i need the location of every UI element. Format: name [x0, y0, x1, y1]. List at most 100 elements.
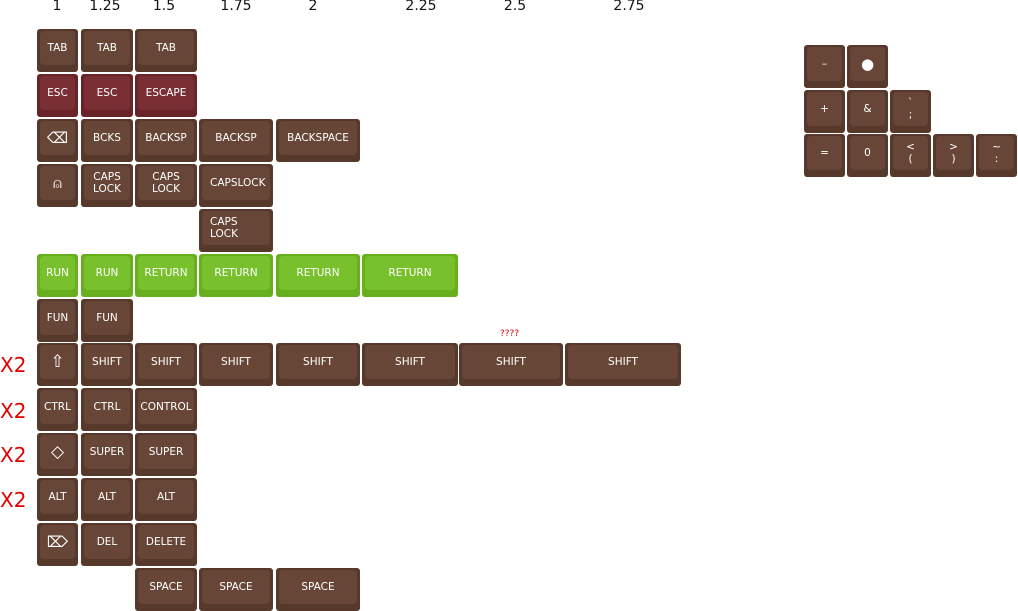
- header-2-25u: 2.25: [405, 0, 437, 14]
- keycap-capslock-1-5u[interactable]: CAPS LOCK: [135, 164, 197, 207]
- keycap-legend: –: [807, 47, 842, 81]
- keycap-backsp-1-5u[interactable]: BACKSP: [135, 119, 197, 162]
- keycap-shift-1u[interactable]: ⇧: [37, 343, 78, 386]
- backspace-icon: ⌫: [40, 121, 75, 155]
- keycap-legend: SHIFT: [462, 345, 560, 379]
- keycap-legend: ALT: [84, 480, 130, 514]
- keycap-backsp-1-75u[interactable]: BACKSP: [199, 119, 273, 162]
- keycap-escape-1-5u[interactable]: ESCAPE: [135, 74, 197, 117]
- keycap-legend: ALT: [40, 480, 75, 514]
- keycap-return-1-5u[interactable]: RETURN: [135, 254, 197, 297]
- keycap-alt-1u[interactable]: ALT: [37, 478, 78, 521]
- keycap-legend: TAB: [138, 31, 194, 65]
- header-1-25u: 1.25: [89, 0, 121, 14]
- keycap-return-2-25u[interactable]: RETURN: [362, 254, 458, 297]
- keycap-super-1u[interactable]: ◇: [37, 433, 78, 476]
- keycap-legend: RETURN: [279, 256, 357, 290]
- keycap-legend: RETURN: [365, 256, 455, 290]
- keycap-legend: CONTROL: [138, 390, 194, 424]
- keycap-legend: SHIFT: [84, 345, 130, 379]
- keycap-backtick-semicolon[interactable]: ` ;: [890, 90, 931, 133]
- keycap-shift-2-25u[interactable]: SHIFT: [362, 343, 458, 386]
- keycap-legend: RETURN: [202, 256, 270, 290]
- keycap-capslock-1-75u[interactable]: CAPSLOCK: [199, 164, 273, 207]
- keycap-shift-1-5u[interactable]: SHIFT: [135, 343, 197, 386]
- keycap-minus[interactable]: –: [804, 45, 845, 88]
- keycap-backspace-2u[interactable]: BACKSPACE: [276, 119, 360, 162]
- dot-icon: ●: [850, 47, 885, 81]
- keycap-tab-1-5u[interactable]: TAB: [135, 29, 197, 72]
- keycap-backspace-1u[interactable]: ⌫: [37, 119, 78, 162]
- keycap-plus[interactable]: +: [804, 90, 845, 133]
- keycap-legend: RUN: [40, 256, 75, 290]
- keycap-gt-paren[interactable]: > ): [933, 134, 974, 177]
- keycap-shift-1-25u[interactable]: SHIFT: [81, 343, 133, 386]
- keycap-del-1-25u[interactable]: DEL: [81, 523, 133, 566]
- keycap-return-2u[interactable]: RETURN: [276, 254, 360, 297]
- keycap-bcks-1-25u[interactable]: BCKS: [81, 119, 133, 162]
- keycap-legend: SUPER: [84, 435, 130, 469]
- keycap-space-1-75u[interactable]: SPACE: [199, 568, 273, 611]
- keycap-shift-1-75u[interactable]: SHIFT: [199, 343, 273, 386]
- keycap-shift-2-75u[interactable]: SHIFT: [565, 343, 681, 386]
- keycap-legend: FUN: [84, 301, 130, 335]
- keycap-delete-1-5u[interactable]: DELETE: [135, 523, 197, 566]
- keycap-space-2u[interactable]: SPACE: [276, 568, 360, 611]
- keycap-legend: CTRL: [40, 390, 75, 424]
- keycap-legend: FUN: [40, 301, 75, 335]
- keycap-space-1-5u[interactable]: SPACE: [135, 568, 197, 611]
- keycap-run-1u[interactable]: RUN: [37, 254, 78, 297]
- keycap-fun-1-25u[interactable]: FUN: [81, 299, 133, 342]
- multiplier-super: X2: [0, 443, 27, 467]
- keycap-alt-1-5u[interactable]: ALT: [135, 478, 197, 521]
- keycap-fun-1u[interactable]: FUN: [37, 299, 78, 342]
- keycap-super-1-25u[interactable]: SUPER: [81, 433, 133, 476]
- keycap-ctrl-1-25u[interactable]: CTRL: [81, 388, 133, 431]
- keycap-legend: RUN: [84, 256, 130, 290]
- keycap-run-1-25u[interactable]: RUN: [81, 254, 133, 297]
- keycap-return-1-75u[interactable]: RETURN: [199, 254, 273, 297]
- keycap-ampersand[interactable]: &: [847, 90, 888, 133]
- header-2u: 2: [308, 0, 318, 14]
- keycap-legend: +: [807, 92, 842, 126]
- keycap-tilde-colon[interactable]: ~ :: [976, 134, 1017, 177]
- keycap-delete-1u[interactable]: ⌦: [37, 523, 78, 566]
- keycap-legend: SHIFT: [202, 345, 270, 379]
- keycap-legend: SHIFT: [365, 345, 455, 379]
- keycap-legend: TAB: [40, 31, 75, 65]
- keycap-legend: BCKS: [84, 121, 130, 155]
- keycap-tab-1-25u[interactable]: TAB: [81, 29, 133, 72]
- keycap-equals[interactable]: =: [804, 134, 845, 177]
- keycap-legend: ESCAPE: [138, 76, 194, 110]
- diamond-icon: ◇: [40, 435, 75, 469]
- keycap-lt-paren[interactable]: < (: [890, 134, 931, 177]
- keycap-super-1-5u[interactable]: SUPER: [135, 433, 197, 476]
- keycap-control-1-5u[interactable]: CONTROL: [135, 388, 197, 431]
- keycap-legend: TAB: [84, 31, 130, 65]
- keycap-ctrl-1u[interactable]: CTRL: [37, 388, 78, 431]
- header-1u: 1: [52, 0, 62, 14]
- keycap-tab-1u[interactable]: TAB: [37, 29, 78, 72]
- keycap-legend: < (: [893, 136, 928, 170]
- keycap-legend: CTRL: [84, 390, 130, 424]
- keycap-esc-1u[interactable]: ESC: [37, 74, 78, 117]
- keycap-zero[interactable]: 0: [847, 134, 888, 177]
- keycap-legend: > ): [936, 136, 971, 170]
- keycap-alt-1-25u[interactable]: ALT: [81, 478, 133, 521]
- keycap-capslock-1-75u-alt[interactable]: CAPS LOCK: [199, 209, 273, 252]
- keycap-legend: ~ :: [979, 136, 1014, 170]
- keycap-legend: BACKSP: [202, 121, 270, 155]
- keycap-legend: SHIFT: [568, 345, 678, 379]
- keycap-legend: ESC: [40, 76, 75, 110]
- keycap-legend: ` ;: [893, 92, 928, 126]
- keycap-esc-1-25u[interactable]: ESC: [81, 74, 133, 117]
- header-1-5u: 1.5: [152, 0, 176, 14]
- keycap-legend: SPACE: [202, 570, 270, 604]
- keycap-capslock-1u[interactable]: ⍝: [37, 164, 78, 207]
- keycap-shift-2-5u[interactable]: SHIFT: [459, 343, 563, 386]
- keycap-dot[interactable]: ●: [847, 45, 888, 88]
- keycap-legend: BACKSP: [138, 121, 194, 155]
- keycap-capslock-1-25u[interactable]: CAPS LOCK: [81, 164, 133, 207]
- keycap-legend: =: [807, 136, 842, 170]
- keycap-shift-2u[interactable]: SHIFT: [276, 343, 360, 386]
